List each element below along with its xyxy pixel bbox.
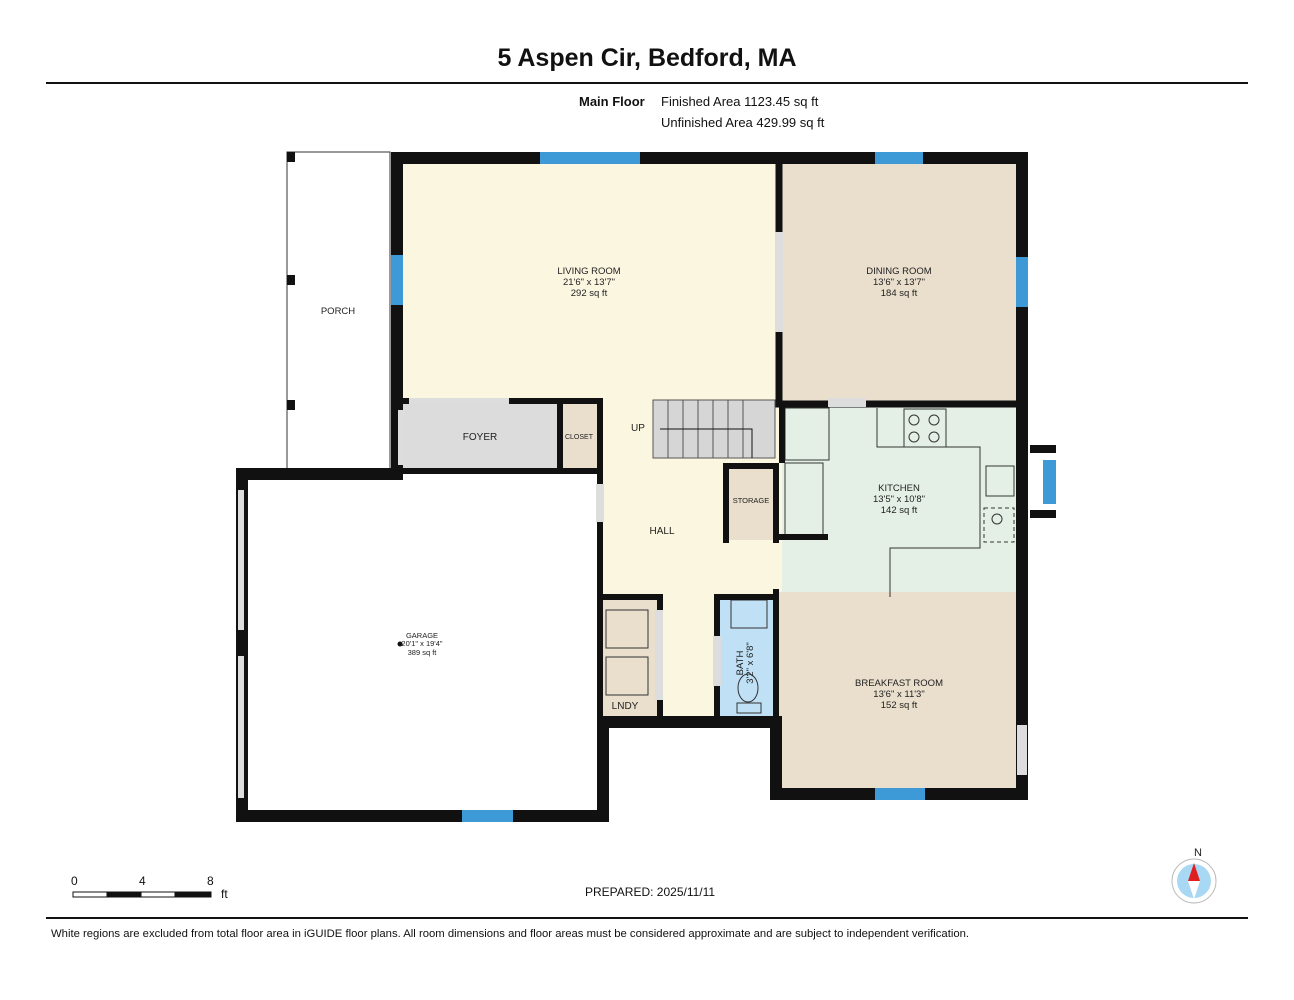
- garage-dims: 20'1" x 19'4": [401, 639, 442, 648]
- toilet-icon: [737, 673, 759, 703]
- unfinished-area: Unfinished Area 429.99 sq ft: [661, 115, 825, 130]
- window: [1016, 257, 1028, 307]
- breakfast-room-label: BREAKFAST ROOM: [855, 678, 943, 689]
- dishwasher-icon: [983, 507, 1015, 543]
- porch-label: PORCH: [321, 306, 355, 317]
- foyer-label: FOYER: [463, 432, 497, 443]
- foyer-area: [397, 404, 560, 468]
- window: [1043, 460, 1056, 504]
- window: [875, 152, 923, 164]
- kitchen-dims: 13'5" x 10'8": [873, 494, 925, 505]
- dining-room-area-text: 184 sq ft: [881, 288, 918, 299]
- compass-north: N: [1194, 847, 1202, 859]
- dining-room-dims: 13'6" x 13'7": [873, 277, 925, 288]
- kitchen-area-text: 142 sq ft: [881, 505, 918, 516]
- finished-area: Finished Area 1123.45 sq ft: [661, 94, 819, 109]
- scale-tick-0: 0: [71, 874, 78, 888]
- garage-area: [242, 474, 602, 816]
- floor-label: Main Floor: [579, 94, 645, 109]
- living-room-label: LIVING ROOM: [557, 266, 620, 277]
- garage-label: GARAGE: [406, 631, 438, 640]
- laundry-fixtures: [605, 609, 649, 696]
- storage-label: STORAGE: [733, 496, 770, 505]
- dining-room-area: [779, 158, 1022, 404]
- kitchen-label: KITCHEN: [878, 483, 920, 494]
- porch-posts: [287, 152, 295, 410]
- page-title: 5 Aspen Cir, Bedford, MA: [497, 44, 797, 72]
- bath-dims: 3'2" x 6'8": [745, 642, 756, 684]
- stove-icon: [903, 408, 947, 448]
- window: [875, 788, 925, 800]
- kitchen-sink-icon: [985, 465, 1015, 497]
- storage-area: [726, 466, 776, 540]
- bath-label: BATH: [735, 651, 746, 676]
- garage-area-text: 389 sq ft: [408, 648, 438, 657]
- dining-room-label: DINING ROOM: [866, 266, 932, 277]
- scale-tick-4: 4: [139, 874, 146, 888]
- breakfast-room-dims: 13'6" x 11'3": [873, 689, 924, 700]
- scale-tick-8: 8: [207, 874, 214, 888]
- hall-label: HALL: [649, 526, 674, 537]
- kitchen-fixtures: [784, 407, 1015, 597]
- footer-divider: [46, 917, 1248, 919]
- stairs-up-label: UP: [631, 423, 645, 434]
- openings: [238, 232, 1027, 798]
- window: [462, 810, 513, 822]
- closet-label: CLOSET: [565, 434, 594, 441]
- living-room-dims: 21'6" x 13'7": [563, 277, 615, 288]
- marker-dot: [397, 641, 403, 647]
- breakfast-room-area-text: 152 sq ft: [881, 700, 918, 711]
- scale-unit: ft: [221, 887, 228, 901]
- refrigerator-icon: [784, 407, 830, 461]
- scale-bar: [72, 891, 212, 898]
- windows: [391, 152, 1056, 822]
- window: [391, 255, 403, 305]
- window: [540, 152, 640, 164]
- washer-icon: [605, 656, 649, 696]
- dryer-icon: [605, 609, 649, 649]
- bath-area: [717, 597, 776, 717]
- closet-area: [560, 404, 597, 468]
- stairs: [652, 399, 776, 459]
- breakfast-room-area: [776, 592, 1022, 794]
- header-divider: [46, 82, 1248, 84]
- prepared-date: PREPARED: 2025/11/11: [585, 885, 716, 899]
- footer-disclaimer: White regions are excluded from total fl…: [51, 928, 970, 940]
- living-room-area: [397, 158, 779, 404]
- laundry-label: LNDY: [612, 701, 639, 712]
- living-room-area-text: 292 sq ft: [571, 288, 608, 299]
- compass-icon: N: [1171, 847, 1217, 904]
